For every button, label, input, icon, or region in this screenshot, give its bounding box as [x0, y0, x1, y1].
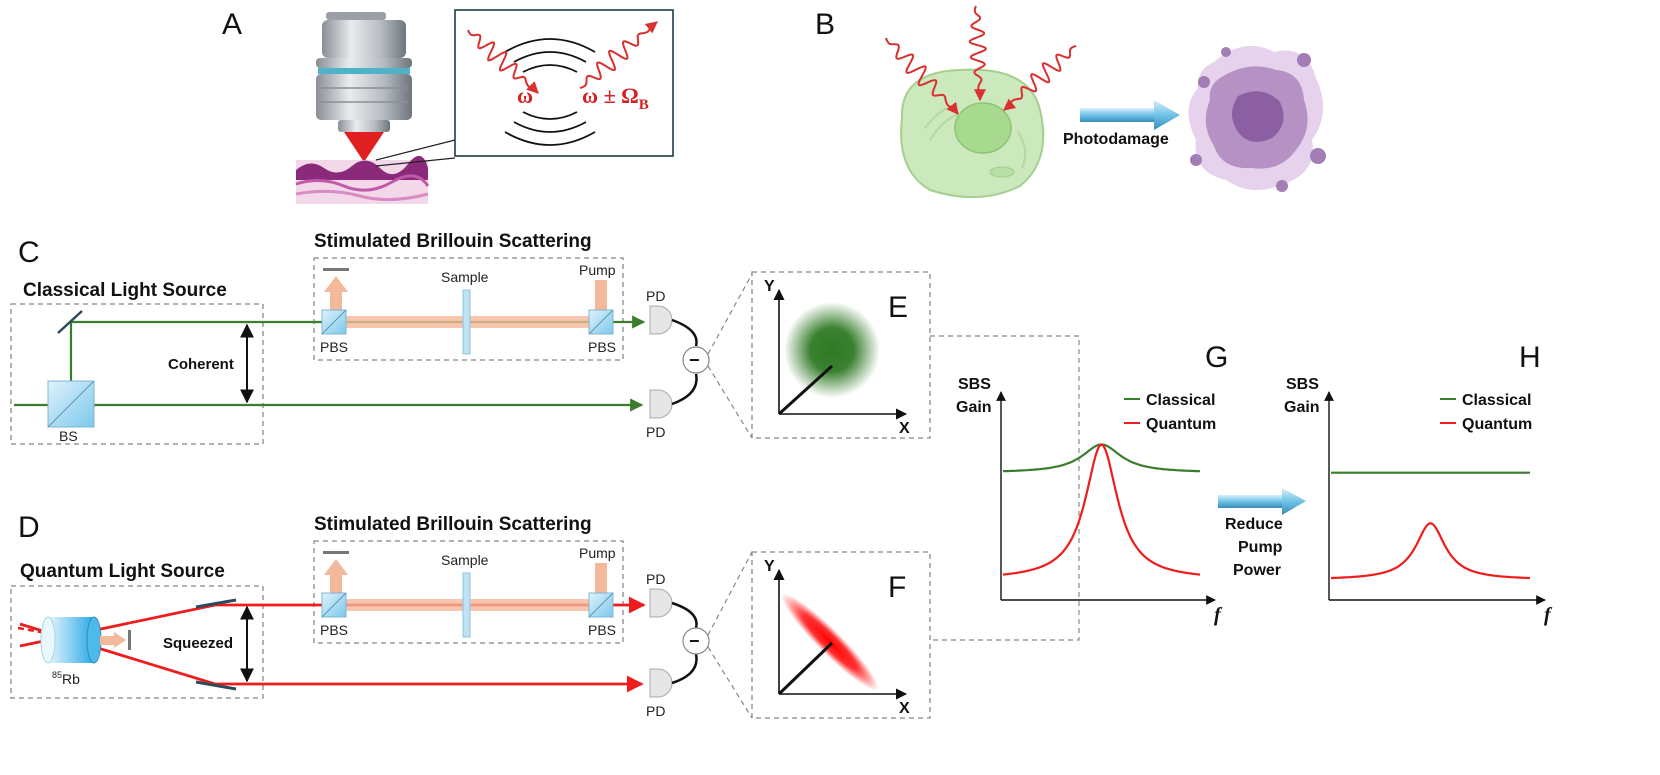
photodiode-top-c	[649, 305, 673, 335]
panel-label-g: G	[1205, 341, 1228, 374]
phasor-e	[777, 364, 834, 416]
h-ylabel-line1: SBS	[1286, 376, 1319, 393]
x-label-f: X	[899, 700, 910, 717]
g-ylabel-line1: SBS	[958, 376, 991, 393]
scattered-photon-icon	[579, 21, 658, 89]
squeezed-label: Squeezed	[163, 635, 233, 652]
coherent-state-distribution	[784, 302, 880, 398]
photodamage-arrow-icon	[1080, 100, 1180, 130]
power-label: Power	[1233, 562, 1281, 579]
g-quantum-curve	[1002, 443, 1201, 576]
subtractor-c	[682, 346, 710, 374]
pd-bottom-label-d: PD	[646, 703, 665, 719]
scattered-frequency-label: ω ± ΩB	[582, 83, 649, 113]
y-label-f: Y	[764, 558, 775, 575]
pump-label-c: Pump	[579, 262, 616, 278]
panel-label-e: E	[888, 291, 908, 324]
pbs-left-label-d: PBS	[320, 622, 348, 638]
subtractor-d	[682, 627, 710, 655]
zoom-line-bottom	[375, 157, 456, 167]
pump-word-label: Pump	[1238, 539, 1283, 556]
y-label-e: Y	[764, 278, 775, 295]
pump-label-d: Pump	[579, 545, 616, 561]
panel-label-c: C	[18, 236, 40, 269]
mirror-bottom-d	[195, 680, 237, 691]
sample-label-d: Sample	[441, 552, 489, 568]
h-legend-quantum: Quantum	[1462, 416, 1532, 433]
pump-dump-beam-c	[330, 290, 342, 310]
coherent-label: Coherent	[168, 356, 234, 373]
acoustic-wave-icon	[504, 38, 596, 146]
pump-input-c	[595, 280, 607, 312]
connector-e-f-to-g	[930, 335, 1080, 641]
pump-dump-beam-d	[330, 573, 342, 593]
reduce-label: Reduce	[1225, 516, 1283, 533]
h-xlabel: f	[1544, 604, 1553, 626]
pump-input-d	[595, 563, 607, 595]
microscope-objective-icon	[316, 12, 412, 162]
pd-top-label-c: PD	[646, 288, 665, 304]
probe-beam-c	[69, 315, 646, 405]
pd-top-label-d: PD	[646, 571, 665, 587]
sbs-title-d: Stimulated Brillouin Scattering	[314, 514, 592, 535]
beam-dump-d	[323, 551, 349, 554]
pbs-right-label-d: PBS	[588, 622, 616, 638]
laser-beam-right-icon	[1003, 45, 1077, 111]
sbs-box-c	[313, 257, 624, 361]
photodiode-bottom-d	[649, 668, 673, 698]
incident-frequency-label: ω	[517, 83, 533, 108]
beam-dump-c	[323, 268, 349, 271]
panel-label-h: H	[1519, 341, 1541, 374]
zoom-line-top	[375, 139, 456, 161]
quantum-source-title: Quantum Light Source	[20, 561, 225, 582]
pump-block-d	[128, 630, 131, 650]
x-label-e: X	[899, 420, 910, 437]
squeezed-state-distribution	[781, 593, 879, 691]
reduce-pump-arrow-icon	[1218, 488, 1306, 515]
incident-photon-icon	[467, 29, 539, 94]
sbs-box-d	[313, 540, 624, 644]
rb-cell-label: 85Rb	[52, 670, 80, 687]
pd-bottom-label-c: PD	[646, 424, 665, 440]
g-legend-quantum: Quantum	[1146, 416, 1216, 433]
damaged-cell-icon	[1188, 45, 1326, 192]
panel-label-f: F	[888, 571, 906, 604]
sample-c	[462, 289, 471, 355]
classical-source-box	[10, 303, 264, 445]
subtractor-sign-c: −	[689, 350, 700, 370]
subtractor-sign-d: −	[689, 631, 700, 651]
g-xlabel: f	[1214, 604, 1223, 626]
laser-beam-left-icon	[885, 37, 959, 115]
h-ylabel-line2: Gain	[1284, 399, 1320, 416]
panel-label-b: B	[815, 8, 835, 41]
panel-label-d: D	[18, 511, 40, 544]
laser-beam-top-icon	[968, 5, 987, 102]
mirror-c	[57, 310, 83, 334]
pbs-left-label-c: PBS	[320, 339, 348, 355]
sbs-title-c: Stimulated Brillouin Scattering	[314, 231, 592, 252]
photodiode-top-d	[649, 588, 673, 618]
rubidium-vapor-cell-icon	[40, 616, 102, 664]
g-legend-classical: Classical	[1146, 392, 1215, 409]
panel-label-a: A	[222, 8, 242, 41]
classical-source-title: Classical Light Source	[23, 280, 227, 301]
g-classical-curve	[1002, 443, 1201, 473]
mirror-top-d	[195, 598, 237, 609]
h-quantum-curve	[1331, 522, 1530, 580]
bs-label: BS	[59, 428, 78, 444]
sample-d	[462, 572, 471, 638]
brillouin-inset-box	[454, 9, 674, 157]
quantum-source-box	[10, 585, 264, 699]
photodiode-bottom-c	[649, 389, 673, 419]
pbs-right-label-c: PBS	[588, 339, 616, 355]
sample-label-c: Sample	[441, 269, 489, 285]
photodamage-label: Photodamage	[1063, 131, 1169, 148]
g-ylabel-line2: Gain	[956, 399, 992, 416]
tissue-sample-image	[295, 155, 430, 204]
phasor-f	[777, 641, 834, 696]
h-legend-classical: Classical	[1462, 392, 1531, 409]
